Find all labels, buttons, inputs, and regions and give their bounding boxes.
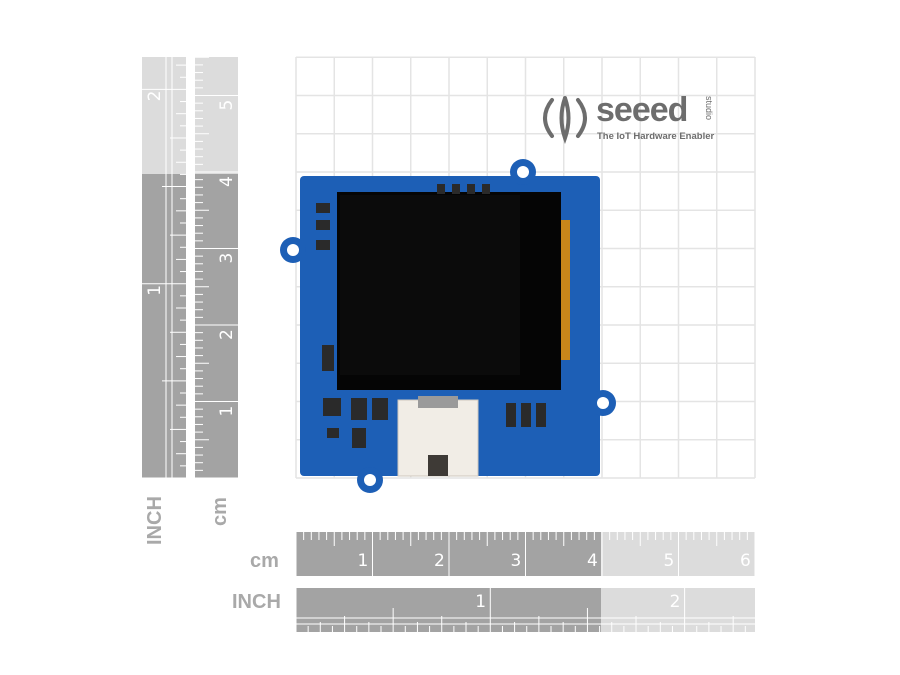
vertical-cm-label: 4 xyxy=(217,176,237,187)
brand-tagline: The IoT Hardware Enabler xyxy=(597,131,714,142)
oled-module-board xyxy=(280,159,616,493)
vertical-inch-label: 2 xyxy=(145,91,165,102)
cm-unit-label: cm xyxy=(250,550,279,572)
vertical-cm-label: 5 xyxy=(217,100,237,111)
seeed-leaf-icon xyxy=(543,96,587,145)
inch-label: 2 xyxy=(670,592,681,612)
vertical-inch-ruler-dark xyxy=(142,174,186,478)
vertical-cm-ruler-dark xyxy=(195,174,238,478)
vertical-cm-unit-label: cm xyxy=(209,497,231,526)
vertical-inch-unit-label: INCH xyxy=(144,496,166,545)
vertical-inch-ruler-light xyxy=(142,57,186,174)
cm-label: 3 xyxy=(511,551,522,571)
cm-label: 1 xyxy=(358,551,369,571)
inch-unit-label: INCH xyxy=(232,591,281,613)
cm-label: 5 xyxy=(664,551,675,571)
vertical-cm-ruler-light xyxy=(195,57,238,174)
vertical-cm-label: 3 xyxy=(217,253,237,264)
components xyxy=(316,184,546,448)
vertical-inch-label: 1 xyxy=(145,285,165,296)
cm-label: 6 xyxy=(740,551,751,571)
cm-label: 4 xyxy=(587,551,598,571)
brand-sub: studio xyxy=(704,96,714,120)
seeed-logo: seeed studio The IoT Hardware Enabler xyxy=(543,91,714,145)
inch-label: 1 xyxy=(475,592,486,612)
cm-label: 2 xyxy=(434,551,445,571)
vertical-cm-label: 2 xyxy=(217,329,237,340)
vertical-cm-label: 1 xyxy=(217,406,237,417)
inch-ruler-dark xyxy=(296,588,601,632)
grove-connector xyxy=(397,396,479,477)
inch-ruler-light xyxy=(601,588,755,632)
brand-name: seeed xyxy=(596,91,687,129)
mounting-holes xyxy=(287,166,609,486)
